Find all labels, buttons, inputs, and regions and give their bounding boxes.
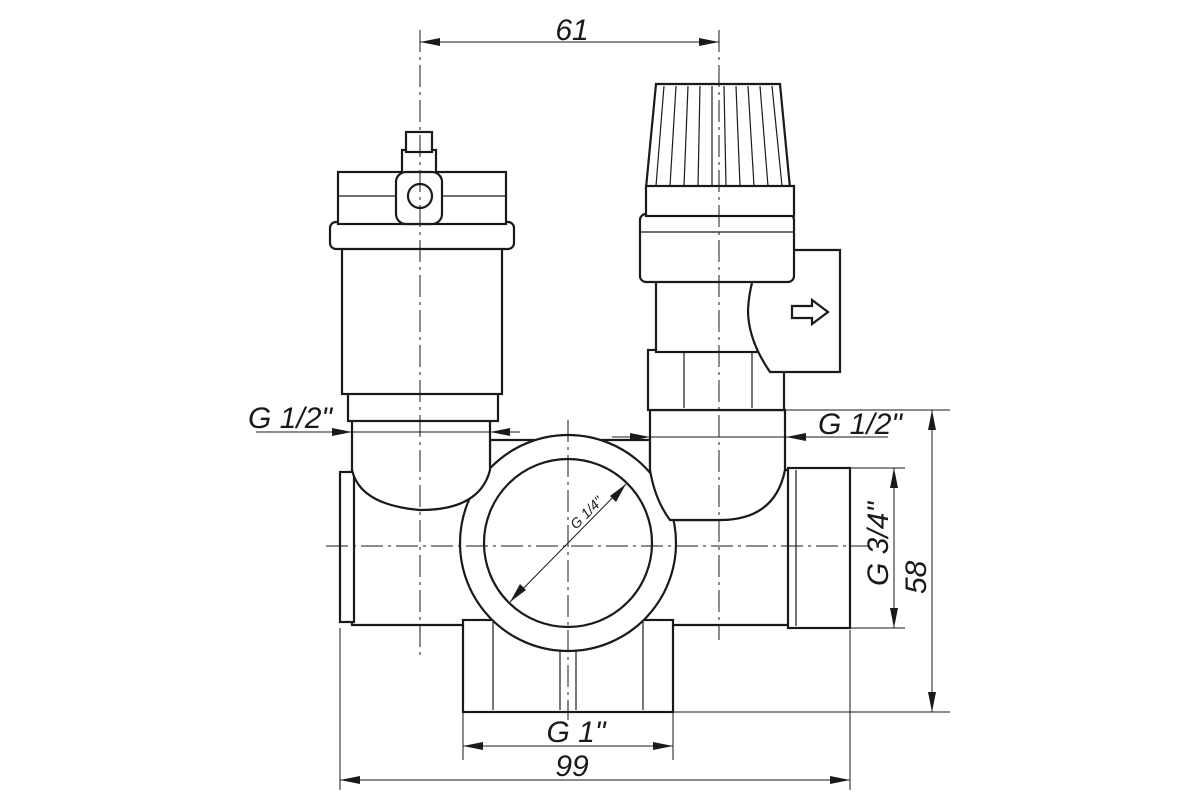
air-vent <box>328 130 516 512</box>
dim-g34-label: G 3/4" <box>862 501 895 586</box>
dim-right-g12: G 1/2" <box>612 408 903 441</box>
dim-61-label: 61 <box>555 14 588 47</box>
dim-left-g12: G 1/2" <box>248 402 520 436</box>
dim-right-g12-label: G 1/2" <box>818 408 903 441</box>
dim-g1: G 1" <box>462 712 674 760</box>
dim-58-label: 58 <box>900 560 933 594</box>
center-lines <box>326 30 870 720</box>
dim-99: 99 <box>339 628 851 790</box>
safety-valve <box>638 82 842 522</box>
dim-58: 58 <box>673 409 950 713</box>
knurling <box>655 85 783 187</box>
dim-g1-label: G 1" <box>546 716 606 749</box>
dim-left-g12-label: G 1/2" <box>248 402 333 435</box>
dim-g34: G 3/4" <box>850 467 905 629</box>
dim-99-label: 99 <box>555 750 589 783</box>
dim-61: 61 <box>420 14 719 47</box>
